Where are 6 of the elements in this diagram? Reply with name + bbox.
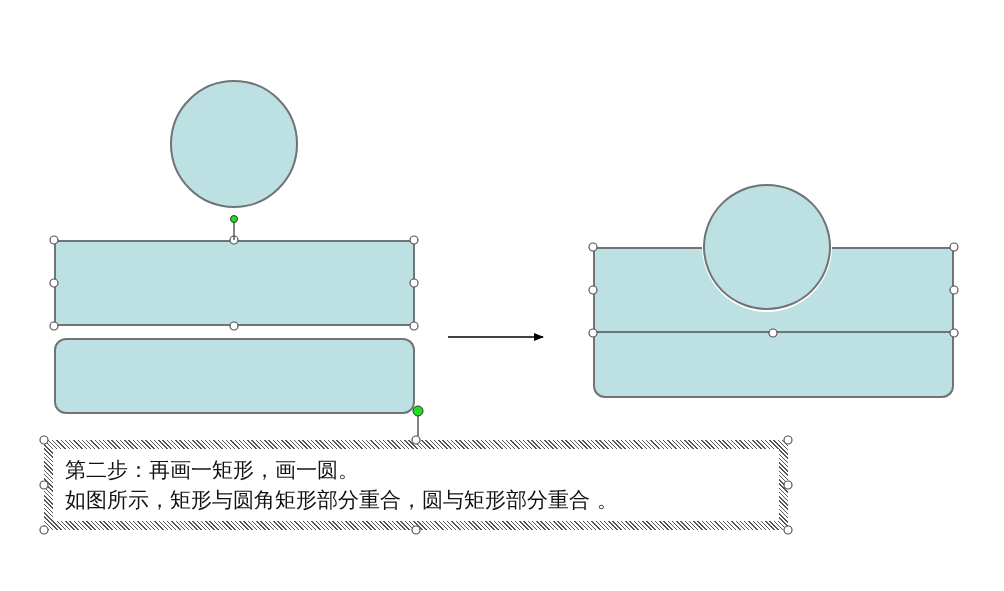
rounded-rectangle-shape — [593, 333, 954, 398]
rounded-rectangle-shape — [54, 338, 415, 414]
instruction-text: 如图所示，矩形与圆角矩形部分重合，圆与矩形部分重合 。 — [65, 487, 619, 514]
rectangle-shape — [54, 240, 415, 326]
text-box — [44, 440, 788, 530]
instruction-text: 第二步：再画一矩形，画一圆。 — [65, 457, 360, 484]
